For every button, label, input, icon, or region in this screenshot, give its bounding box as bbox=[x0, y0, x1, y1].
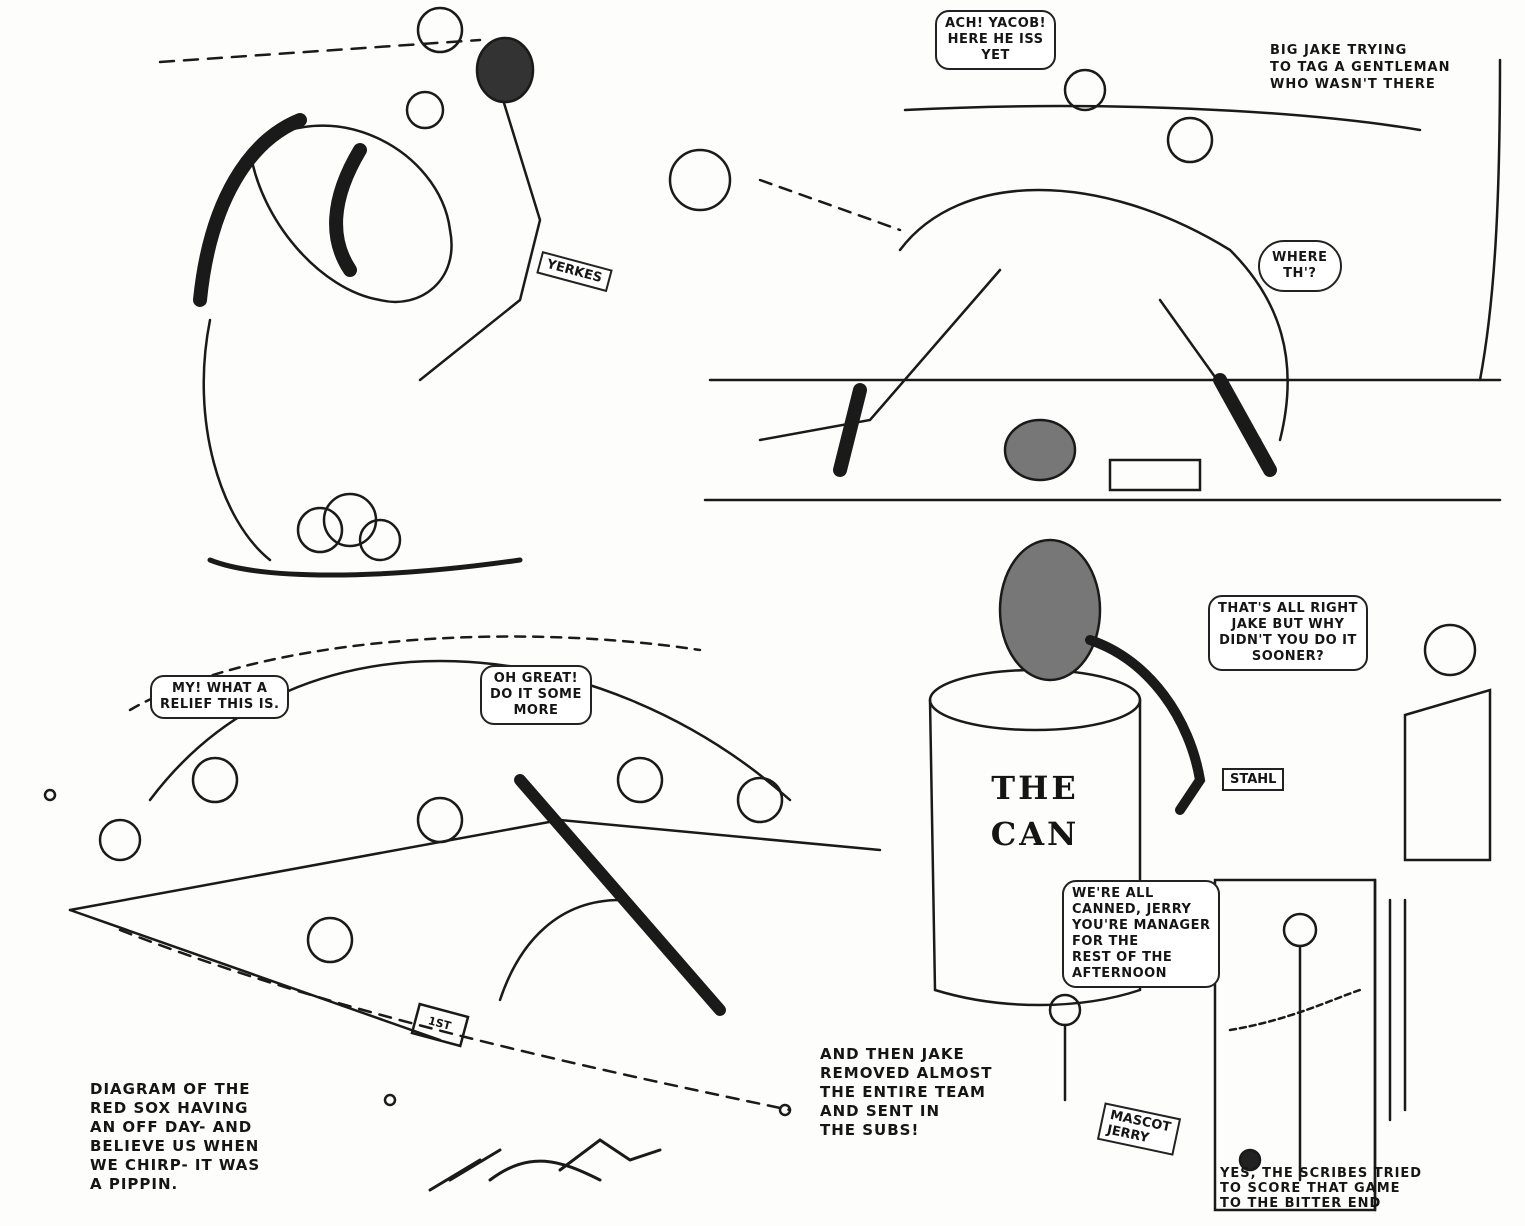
sooner-speech-bubble: THAT'S ALL RIGHT JAKE BUT WHY DIDN'T YOU… bbox=[1208, 595, 1368, 671]
stahl-name-tag: STAHL bbox=[1222, 768, 1285, 791]
yerkes-figure bbox=[158, 6, 542, 578]
big-jake-figure bbox=[668, 58, 1502, 502]
umpire-speech-bubble: ACH! YACOB! HERE HE ISS YET bbox=[935, 10, 1057, 70]
oh-great-speech-bubble: OH GREAT! DO IT SOME MORE bbox=[480, 665, 592, 725]
the-can-scene bbox=[928, 538, 1492, 1212]
subs-caption: AND THEN JAKE REMOVED ALMOST THE ENTIRE … bbox=[820, 1045, 993, 1139]
canned-speech-bubble: WE'RE ALL CANNED, JERRY YOU'RE MANAGER F… bbox=[1062, 880, 1221, 988]
scribes-caption: YES, THE SCRIBES TRIED TO SCORE THAT GAM… bbox=[1220, 1166, 1423, 1211]
diagram-caption: DIAGRAM OF THE RED SOX HAVING AN OFF DAY… bbox=[90, 1080, 261, 1193]
jake-speech-bubble: WHERE TH'? bbox=[1258, 240, 1342, 292]
big-jake-caption: BIG JAKE TRYING TO TAG A GENTLEMAN WHO W… bbox=[1270, 43, 1451, 92]
artist-signature bbox=[428, 1138, 662, 1192]
relief-speech-bubble: MY! WHAT A RELIEF THIS IS. bbox=[150, 675, 290, 719]
the-can-label: THE CAN bbox=[990, 769, 1080, 853]
